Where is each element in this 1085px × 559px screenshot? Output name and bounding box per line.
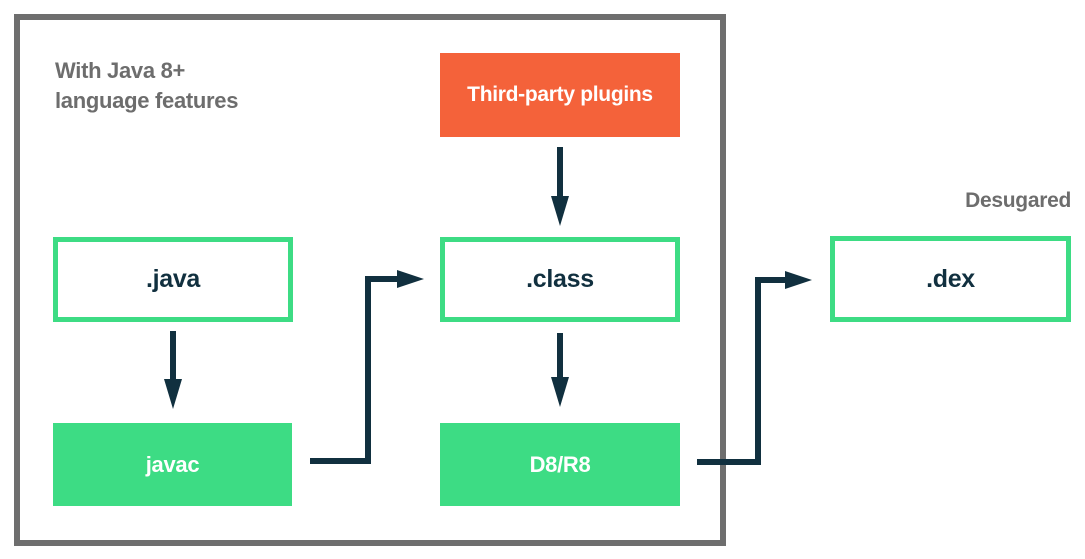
node-javac-label: javac [145,451,200,477]
node-class-file: .class [440,237,680,322]
node-d8r8: D8/R8 [440,423,680,506]
node-java-file: .java [53,237,293,322]
node-third-party-plugins-label: Third-party plugins [467,83,653,106]
java8-note-line1: With Java 8+ [55,58,186,83]
java8-note: With Java 8+ language features [55,56,238,116]
node-dex-file: .dex [830,236,1071,322]
node-java-file-label: .java [145,265,201,293]
node-class-file-label: .class [526,265,594,293]
node-dex-file-label: .dex [926,264,975,293]
node-d8r8-label: D8/R8 [529,451,591,477]
node-javac: javac [53,423,292,506]
node-third-party-plugins: Third-party plugins [440,53,680,137]
java8-note-line2: language features [55,88,239,113]
desugared-label: Desugared [965,189,1071,212]
